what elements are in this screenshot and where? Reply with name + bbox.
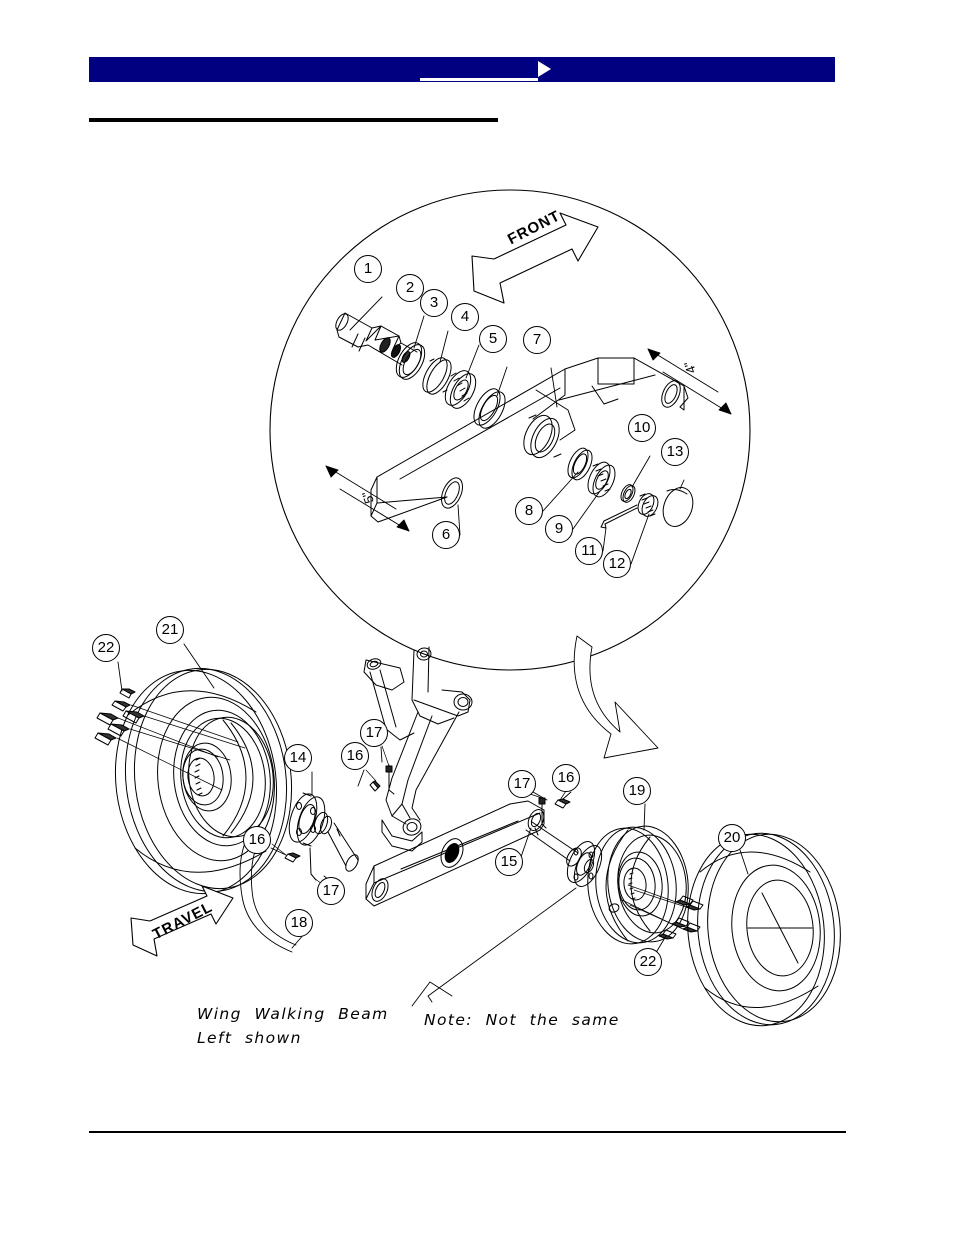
caption-line-2: Left shown: [197, 1029, 302, 1047]
roller-bearing-inner: [444, 370, 477, 409]
callout-balloon-8[interactable]: 8: [515, 497, 543, 525]
walking-beam-detail: [370, 357, 689, 523]
seal-ring-outer: [567, 447, 593, 481]
callout-balloon-4[interactable]: 4: [451, 303, 479, 331]
dust-cap: [662, 487, 694, 527]
travel-direction-arrow: [130, 885, 234, 957]
upper-bracket: [363, 646, 473, 852]
seal-ring: [395, 342, 426, 380]
callout-balloon-14[interactable]: 14: [284, 744, 312, 772]
detail-circle: [269, 189, 751, 671]
callout-balloon-13[interactable]: 13: [661, 438, 689, 466]
fastener-group-left: [365, 745, 395, 795]
left-hub: [288, 792, 333, 847]
left-lug-bolts: [94, 688, 246, 791]
footer-rule: [89, 1131, 846, 1133]
callout-balloon-7[interactable]: 7: [523, 326, 551, 354]
callout-balloon-11[interactable]: 11: [575, 537, 603, 565]
walking-beam-main: [365, 800, 545, 907]
right-wheel-rim: [587, 825, 689, 945]
detail-pointer-arrow: [573, 635, 659, 759]
callout-balloon-19[interactable]: 19: [623, 777, 651, 805]
callout-balloon-21[interactable]: 21: [156, 616, 184, 644]
castle-nut: [637, 493, 659, 517]
callout-balloon-18[interactable]: 18: [285, 909, 313, 937]
spindle-shaft: [335, 312, 418, 366]
header-bar: [89, 57, 835, 82]
fastener-group-right: [529, 790, 571, 829]
play-triangle-icon: [538, 61, 551, 77]
front-direction-arrow: [471, 212, 599, 304]
fastener-group-left-lower: [271, 843, 323, 885]
callout-balloon-20[interactable]: 20: [718, 824, 746, 852]
bearing-cup: [422, 357, 452, 395]
left-wheel-rim: [180, 716, 274, 839]
callout-balloon-2[interactable]: 2: [396, 274, 424, 302]
caption-line-1: Wing Walking Beam: [197, 1005, 389, 1023]
callout-balloon-17[interactable]: 17: [508, 770, 536, 798]
bearing-cup-outer: [473, 388, 506, 429]
hub-housing: [523, 414, 562, 459]
callout-balloon-9[interactable]: 9: [545, 515, 573, 543]
callout-balloon-5[interactable]: 5: [479, 325, 507, 353]
callout-balloon-22[interactable]: 22: [634, 948, 662, 976]
axle-bracket-18: [239, 835, 297, 953]
callout-balloon-22[interactable]: 22: [92, 634, 120, 662]
right-tire: [687, 832, 841, 1027]
header-underline: [420, 78, 538, 81]
callout-balloon-10[interactable]: 10: [628, 414, 656, 442]
header-rule: [89, 118, 498, 122]
callout-balloon-16[interactable]: 16: [341, 742, 369, 770]
callout-balloon-16[interactable]: 16: [552, 764, 580, 792]
left-spindle: [327, 822, 359, 872]
callout-balloon-3[interactable]: 3: [420, 289, 448, 317]
dimension-markers: [325, 348, 732, 532]
caption-note: Note: Not the same: [424, 1011, 620, 1029]
callout-balloon-17[interactable]: 17: [317, 877, 345, 905]
detail-leader-lines: [349, 296, 685, 565]
callout-balloon-17[interactable]: 17: [360, 719, 388, 747]
callout-balloon-12[interactable]: 12: [603, 550, 631, 578]
callout-balloon-6[interactable]: 6: [432, 521, 460, 549]
callout-balloon-1[interactable]: 1: [354, 255, 382, 283]
callout-balloon-16[interactable]: 16: [243, 826, 271, 854]
cotter-pin: [600, 504, 638, 529]
right-spindle: [525, 821, 582, 867]
callout-balloon-15[interactable]: 15: [495, 848, 523, 876]
right-hub: [566, 841, 603, 887]
